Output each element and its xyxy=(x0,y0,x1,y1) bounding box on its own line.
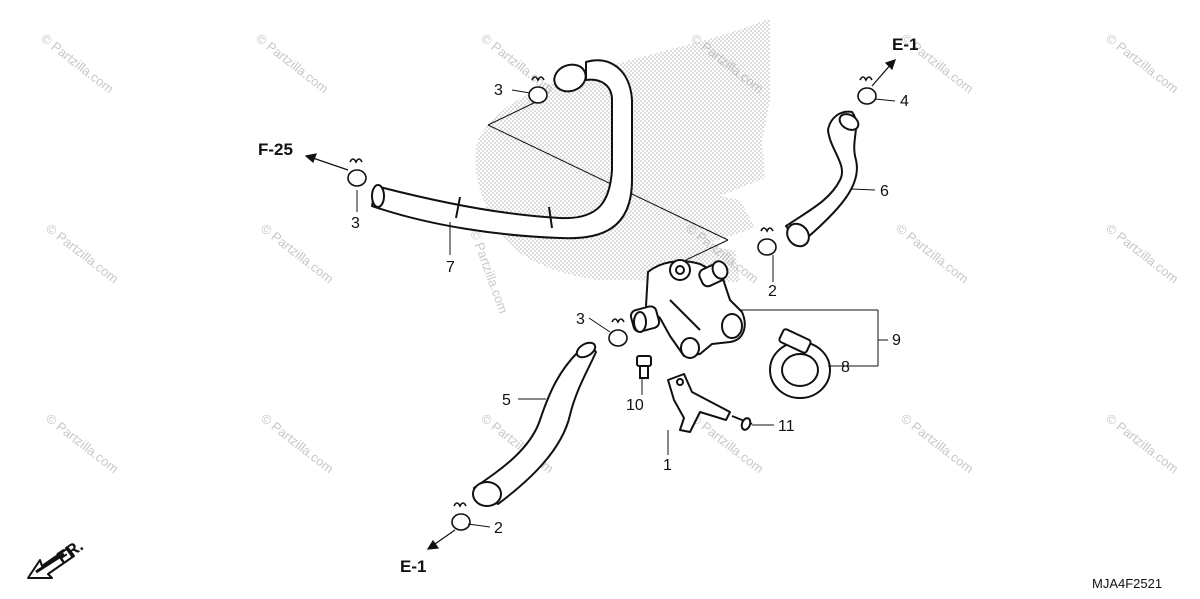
clip-bottom xyxy=(451,513,471,531)
hose-6-end-lower xyxy=(786,222,810,248)
hose-5-end-upper xyxy=(575,341,597,359)
valve-outlet xyxy=(721,313,743,339)
hose-6-end-upper xyxy=(838,113,860,131)
watermark-text: © Partzilla.com xyxy=(898,411,976,477)
bracket-1 xyxy=(667,373,731,433)
valve-outlet-lower xyxy=(680,337,700,359)
clip-right-top xyxy=(857,87,877,105)
front-direction-arrow-icon xyxy=(27,547,75,579)
callout-clip-top-left: 3 xyxy=(494,82,503,99)
clips xyxy=(347,76,877,531)
air-injection-valve xyxy=(629,259,746,359)
callout-valve-assy: 9 xyxy=(892,332,901,349)
callout-clip-mid: 3 xyxy=(576,311,585,328)
hose-7-end-upper xyxy=(553,63,587,93)
watermark-text: © Partzilla.com xyxy=(467,228,511,315)
hose-5-end-lower xyxy=(472,481,502,507)
hose-5 xyxy=(472,341,597,507)
watermark-text: © Partzilla.com xyxy=(258,411,336,477)
screw-11 xyxy=(731,415,753,431)
callout-bolt-10: 10 xyxy=(626,397,644,414)
reference-arrows xyxy=(304,59,896,550)
callout-clip-bottom: 2 xyxy=(494,520,503,537)
watermark-text: © Partzilla.com xyxy=(43,411,121,477)
leader-lines xyxy=(356,89,896,528)
clip-mid xyxy=(608,329,628,347)
callout-hose-7: 7 xyxy=(446,259,455,276)
watermark-text: © Partzilla.com xyxy=(1103,411,1181,477)
reference-e1-bottom[interactable]: E-1 xyxy=(400,557,426,576)
hose-6 xyxy=(785,110,860,248)
watermark-text: © Partzilla.com xyxy=(1103,221,1181,287)
reference-e1-top[interactable]: E-1 xyxy=(892,35,918,54)
callout-clip-left: 3 xyxy=(351,215,360,232)
callout-clip-right-top: 4 xyxy=(900,93,909,110)
watermark-text: © Partzilla.com xyxy=(258,221,336,287)
callout-clip-valve: 2 xyxy=(768,283,777,300)
reference-f25[interactable]: F-25 xyxy=(258,140,293,159)
diagram-code: MJA4F2521 xyxy=(1092,576,1162,591)
watermark-text: © Partzilla.com xyxy=(43,221,121,287)
clip-valve xyxy=(757,238,777,256)
callout-hose-5: 5 xyxy=(502,392,511,409)
watermark-text: © Partzilla.com xyxy=(253,31,331,97)
hose-7-end-lower xyxy=(371,184,385,208)
watermark-text: © Partzilla.com xyxy=(38,31,116,97)
callout-screw-11: 11 xyxy=(778,418,795,435)
callout-bracket-1: 1 xyxy=(663,457,672,474)
clip-top-left xyxy=(528,86,548,104)
callout-hose-6: 6 xyxy=(880,183,889,200)
watermark-text: © Partzilla.com xyxy=(893,221,971,287)
watermark-text: © Partzilla.com xyxy=(1103,31,1181,97)
hose-7 xyxy=(371,59,633,240)
clip-left xyxy=(347,169,367,187)
callout-band-8: 8 xyxy=(841,359,850,376)
bolt-10 xyxy=(636,355,652,379)
band-8 xyxy=(769,328,831,399)
watermark-text: © Partzilla.com xyxy=(688,411,766,477)
